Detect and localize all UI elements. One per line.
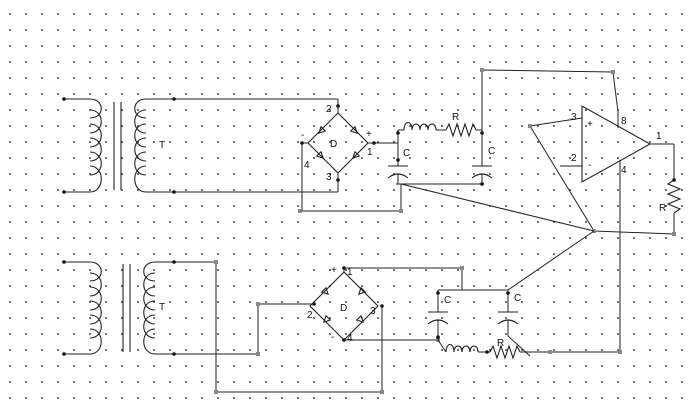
upper-cap2-label: C [488,146,495,157]
op-amp: 3 2 8 4 1 + - [528,105,674,352]
upper-resistor-label: R [452,112,459,123]
opamp-pin-4: 4 [621,165,627,176]
upper-bridge-label: D [330,139,337,150]
opamp-minus: - [588,160,591,171]
lower-bridge-pin-4: 4 [347,333,353,344]
opamp-plus: + [587,119,593,130]
lower-bridge-pin-1: 1 [347,267,353,278]
opamp-pin-3: 3 [571,112,577,123]
upper-transformer-label: T [159,140,165,151]
lower-cap2-label: C [514,293,521,304]
upper-bridge-minus: - [301,130,304,141]
upper-transformer: T [62,97,338,194]
upper-bridge-pin-3: 3 [326,172,332,183]
opamp-pin-1: 1 [656,131,662,142]
lower-bridge-pin-3: 3 [370,306,376,317]
lower-resistor-label: R [497,338,504,349]
upper-cap1-label: C [403,148,410,159]
load-resistor: R [593,144,682,236]
lower-filter: C C R [427,290,622,360]
upper-bridge-pin-1: 1 [367,147,373,158]
opamp-pin-8: 8 [621,116,627,127]
upper-bridge-rectifier: D 2 4 1 3 + - [300,99,398,211]
upper-bridge-pin-2: 2 [326,104,332,115]
lower-bridge-pin-2: 2 [307,310,313,321]
lower-bridge-rectifier: D 1 2 3 4 + - [307,265,384,344]
upper-bridge-pin-4: 4 [304,160,310,171]
opamp-pin-2: 2 [571,153,577,164]
upper-filter: C R C [387,112,495,186]
lower-bridge-minus: - [331,332,334,343]
lower-cap1-label: C [444,295,451,306]
lower-transformer: T [62,260,258,356]
load-resistor-label: R [659,203,666,214]
lower-bridge-label: D [340,303,347,314]
upper-bridge-plus: + [366,129,372,140]
lower-transformer-label: T [159,302,165,313]
lower-bridge-plus: + [331,265,337,276]
